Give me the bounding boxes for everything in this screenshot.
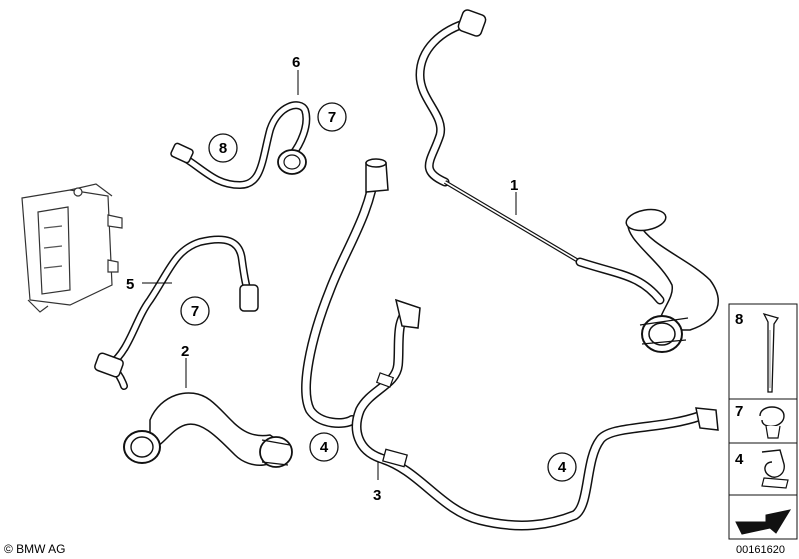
hose-1-drawing (415, 9, 719, 353)
legend-number-8: 8 (735, 311, 743, 328)
svg-text:4: 4 (558, 459, 567, 476)
hose-6-drawing (170, 101, 311, 189)
holder-clip-icon (761, 449, 789, 489)
hose-clip-icon (759, 406, 785, 439)
callout-6: 6 (292, 54, 300, 71)
callout-2: 2 (181, 343, 189, 360)
direction-arrow-icon (735, 509, 792, 535)
hose-3-drawing (301, 158, 719, 531)
circle-callout-7b: 7 (180, 296, 210, 326)
circle-callout-4a: 4 (309, 432, 339, 462)
svg-text:7: 7 (191, 303, 199, 320)
legend-number-7: 7 (735, 403, 743, 420)
callout-5: 5 (126, 276, 134, 293)
svg-text:8: 8 (219, 140, 227, 157)
parts-legend: 8 7 4 (728, 303, 798, 540)
circle-callout-4b: 4 (547, 452, 577, 482)
callout-3: 3 (373, 487, 381, 504)
leader-lines (142, 70, 517, 480)
svg-text:4: 4 (320, 439, 329, 456)
hose-2-drawing (123, 392, 293, 468)
circle-callout-8: 8 (208, 133, 238, 163)
oil-cooler-drawing (21, 183, 123, 313)
copyright-text: © BMW AG (4, 542, 66, 556)
hose-5-drawing (94, 235, 259, 390)
cable-tie-icon (762, 312, 780, 393)
callout-1: 1 (510, 177, 518, 194)
legend-number-4: 4 (735, 451, 744, 468)
circle-callout-7a: 7 (317, 102, 347, 132)
svg-text:7: 7 (328, 109, 336, 126)
image-number: 00161620 (736, 544, 785, 556)
